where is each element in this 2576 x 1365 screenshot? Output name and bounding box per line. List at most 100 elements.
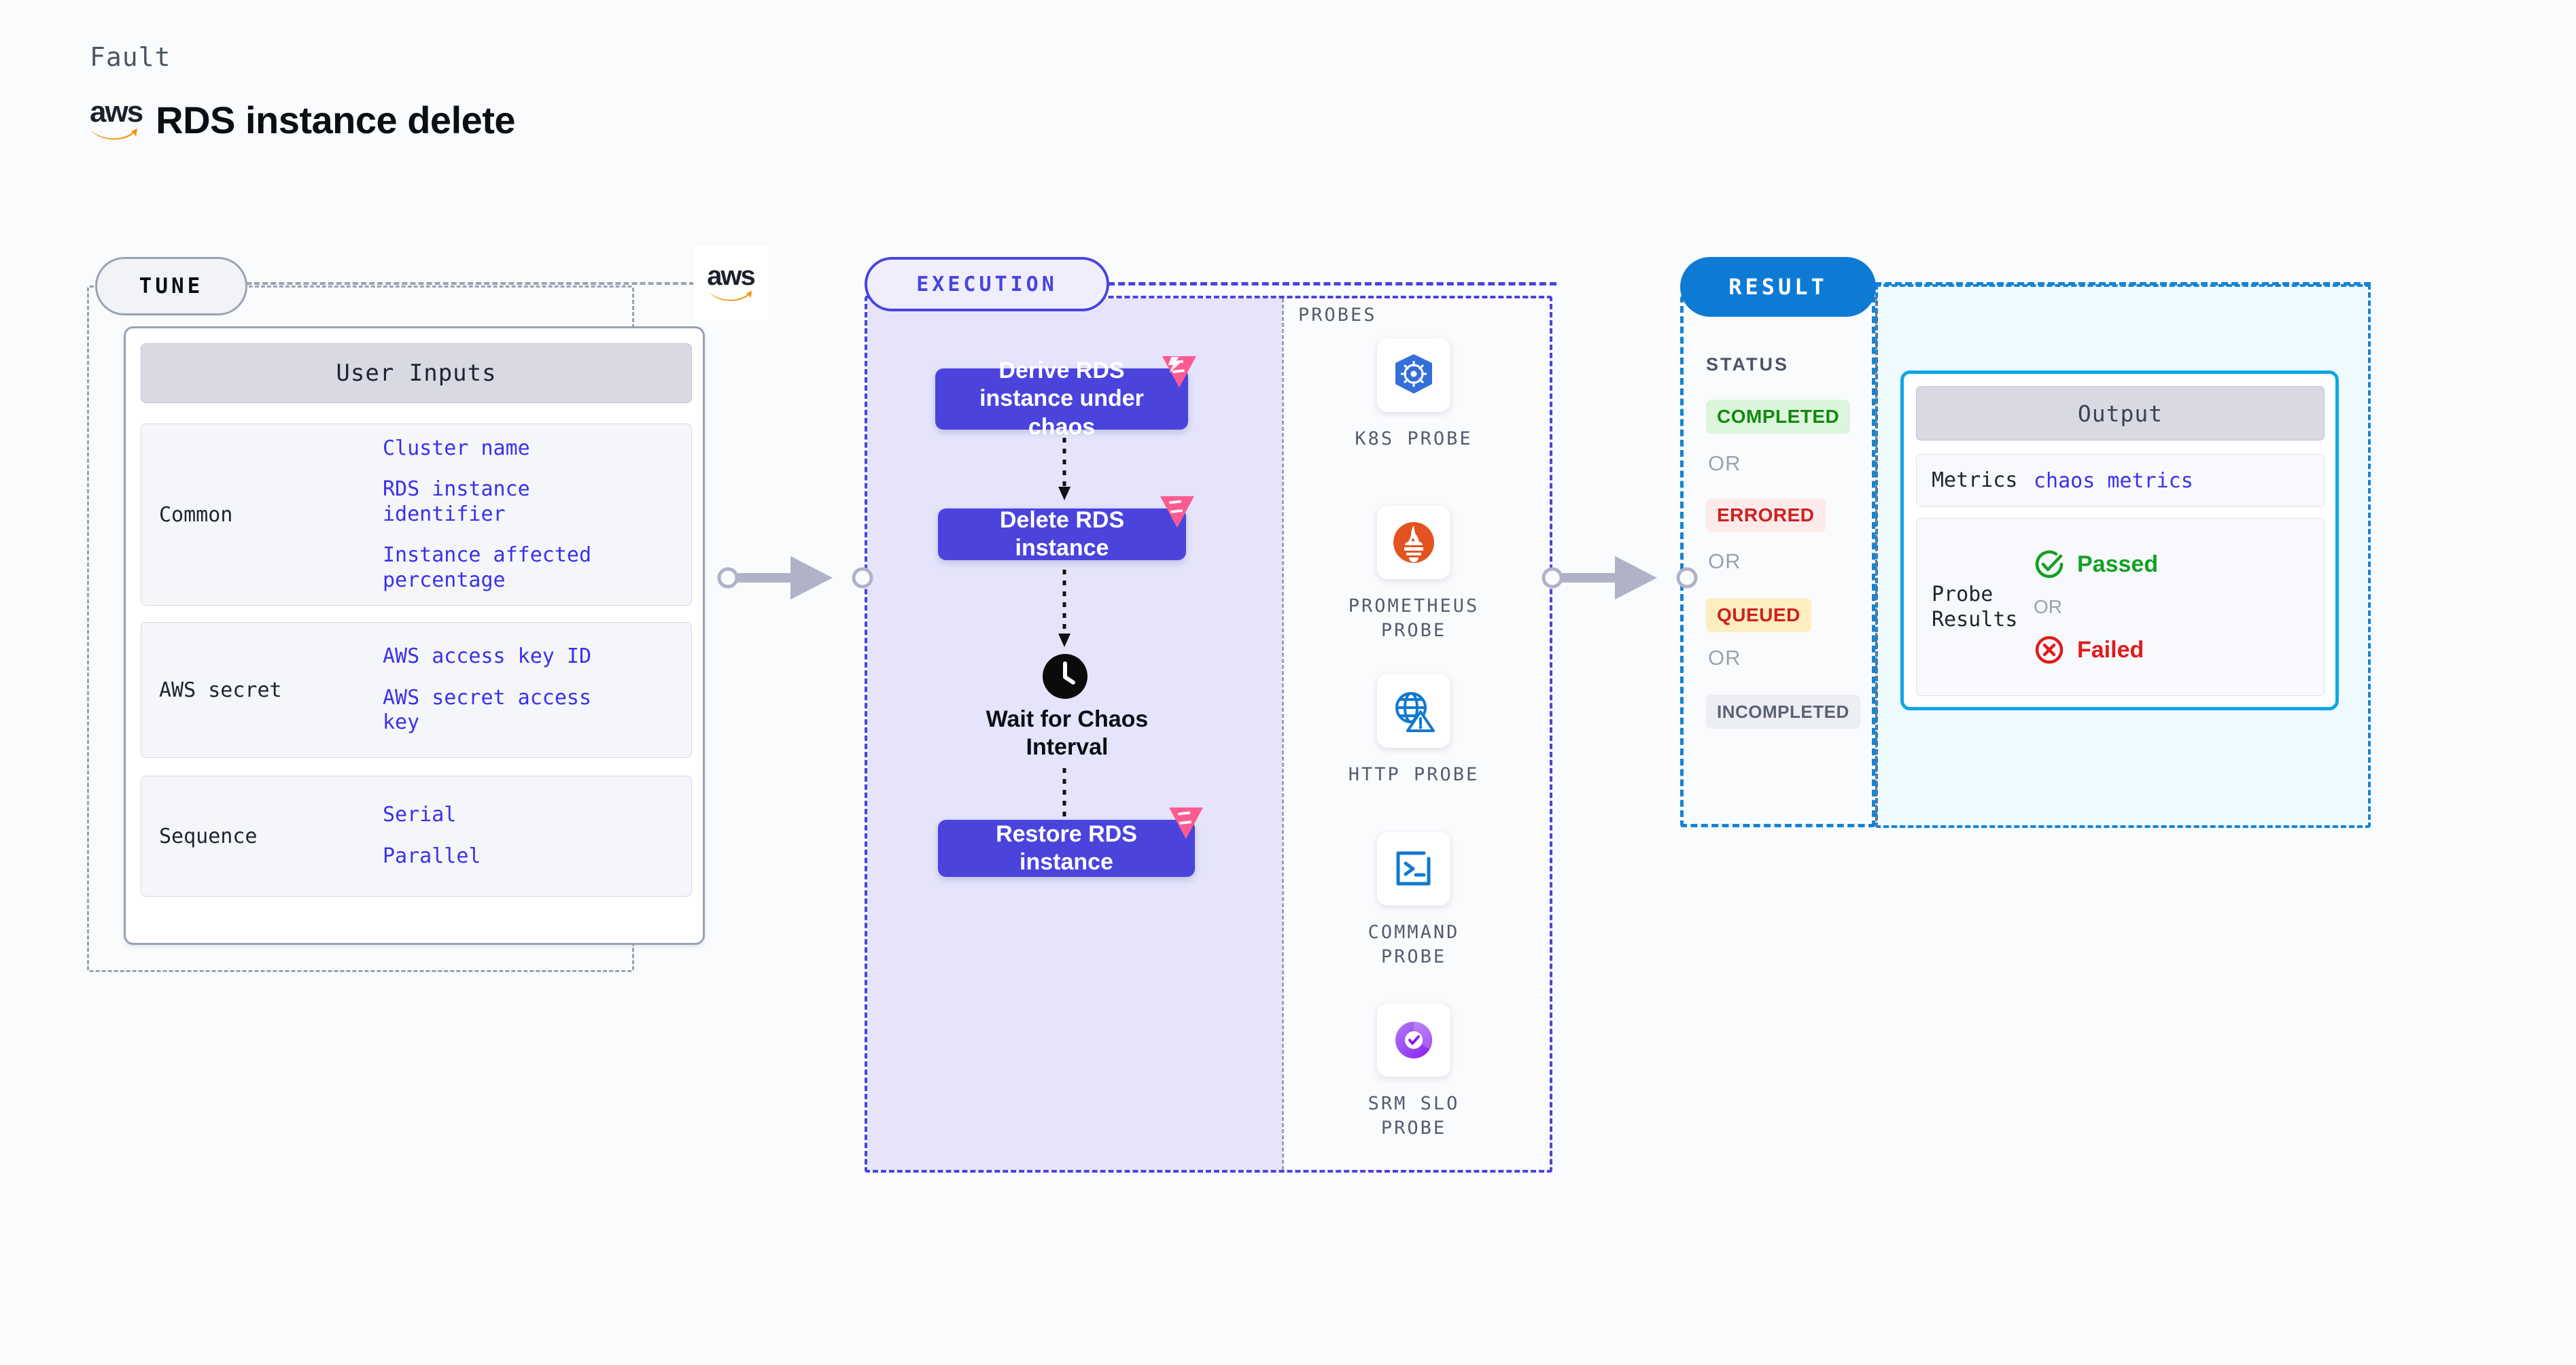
status-badge-label: ERRORED bbox=[1717, 504, 1815, 525]
input-value[interactable]: Serial bbox=[383, 803, 457, 827]
status-badge-label: COMPLETED bbox=[1717, 406, 1840, 427]
fault-label: Fault bbox=[90, 42, 171, 72]
output-card: Output Metrics chaos metrics Probe Resul… bbox=[1900, 370, 2339, 710]
status-badge-queued: QUEUED bbox=[1706, 598, 1811, 632]
input-group-label: AWS secret bbox=[159, 678, 282, 702]
input-group-label: Common bbox=[159, 502, 233, 527]
title-row: aws RDS instance delete bbox=[90, 94, 516, 142]
arrow-down-icon bbox=[1058, 438, 1071, 500]
execution-wait-label: Wait for Chaos Interval bbox=[986, 706, 1149, 761]
result-badge-label: RESULT bbox=[1728, 274, 1828, 300]
result-connector-line bbox=[1875, 282, 2371, 286]
tune-provider-logo: aws bbox=[693, 246, 768, 321]
input-value[interactable]: AWS access key ID bbox=[383, 644, 592, 669]
prometheus-icon bbox=[1393, 522, 1434, 563]
execution-step-derive-rds-instance[interactable]: Derive RDS instance under chaos bbox=[935, 356, 1196, 440]
input-group-sequence[interactable]: Sequence Serial Parallel bbox=[141, 776, 692, 897]
status-badge-label: INCOMPLETED bbox=[1717, 701, 1849, 722]
tune-badge-label: TUNE bbox=[139, 274, 204, 298]
input-group-aws-secret[interactable]: AWS secret AWS access key ID AWS secret … bbox=[141, 622, 692, 758]
output-row-label-line1: Probe bbox=[1932, 582, 1994, 606]
http-globe-warning-icon bbox=[1395, 692, 1435, 732]
execution-step-label: Delete RDS instance bbox=[999, 506, 1125, 561]
arrow-down-icon bbox=[1058, 570, 1071, 647]
page-header: Fault aws RDS instance delete bbox=[90, 42, 516, 142]
connector-execution-to-result bbox=[1542, 556, 1698, 600]
status-badge-errored: ERRORED bbox=[1706, 498, 1826, 532]
probe-prometheus[interactable]: PROMETHEUS PROBE bbox=[1336, 506, 1492, 644]
clock-icon bbox=[1043, 654, 1087, 699]
srm-slo-icon bbox=[1395, 1022, 1432, 1058]
probe-label: K8S PROBE bbox=[1355, 428, 1473, 449]
tune-connector-line bbox=[246, 282, 695, 285]
input-group-label: Sequence bbox=[159, 824, 258, 848]
page-title: RDS instance delete bbox=[156, 99, 516, 141]
status-badge-completed: COMPLETED bbox=[1706, 400, 1851, 434]
execution-step-restore-rds-instance[interactable]: Restore RDS instance bbox=[938, 807, 1203, 877]
probe-label: PROMETHEUS PROBE bbox=[1348, 595, 1480, 642]
probe-result-failed: Failed bbox=[2034, 634, 2158, 666]
probe-command[interactable]: COMMAND PROBE bbox=[1336, 832, 1492, 970]
harness-chaos-badge-icon bbox=[1162, 356, 1196, 388]
probe-result-passed: Passed bbox=[2034, 549, 2158, 580]
probe-result-passed-label: Passed bbox=[2077, 551, 2159, 577]
probe-k8s[interactable]: K8S PROBE bbox=[1336, 339, 1492, 451]
status-badge-incompleted: INCOMPLETED bbox=[1706, 695, 1860, 729]
probe-label: COMMAND PROBE bbox=[1368, 922, 1460, 968]
aws-logo-word: aws bbox=[707, 261, 756, 291]
kubernetes-icon bbox=[1395, 354, 1432, 394]
execution-inner-panel bbox=[867, 298, 1282, 1170]
probe-tile bbox=[1377, 832, 1450, 905]
terminal-icon bbox=[1396, 851, 1431, 886]
probe-srm-slo[interactable]: SRM SLO PROBE bbox=[1336, 1003, 1492, 1141]
output-title: Output bbox=[1916, 386, 2325, 440]
input-value[interactable]: Parallel bbox=[383, 844, 481, 868]
status-label: STATUS bbox=[1706, 354, 1789, 375]
probe-tile bbox=[1377, 506, 1450, 579]
result-badge[interactable]: RESULT bbox=[1680, 257, 1876, 317]
execution-step-delete-rds-instance[interactable]: Delete RDS instance bbox=[938, 496, 1194, 561]
or-separator: OR bbox=[1708, 549, 1741, 573]
output-metrics-value[interactable]: chaos metrics bbox=[2034, 468, 2193, 493]
probe-http[interactable]: HTTP PROBE bbox=[1336, 674, 1492, 787]
input-group-common[interactable]: Common Cluster name RDS instance identif… bbox=[141, 424, 692, 606]
or-separator: OR bbox=[2034, 596, 2062, 617]
output-row-metrics[interactable]: Metrics chaos metrics bbox=[1916, 454, 2325, 507]
harness-chaos-badge-icon bbox=[1160, 496, 1194, 528]
tune-badge[interactable]: TUNE bbox=[95, 257, 247, 315]
output-row-label: Metrics bbox=[1932, 468, 2018, 493]
output-row-probe-results[interactable]: Probe Results Passed OR Failed bbox=[1916, 518, 2325, 696]
execution-badge[interactable]: EXECUTION bbox=[865, 257, 1109, 311]
connector-tune-to-execution bbox=[717, 556, 873, 600]
probe-result-failed-label: Failed bbox=[2077, 636, 2144, 663]
execution-stage bbox=[865, 296, 1552, 1173]
probe-tile bbox=[1377, 339, 1450, 412]
execution-probes-divider bbox=[1282, 298, 1284, 1170]
execution-step-label: Derive RDS instance under chaos bbox=[979, 357, 1144, 440]
output-row-label-line2: Results bbox=[1932, 608, 2018, 632]
input-value[interactable]: AWS secret access key bbox=[383, 685, 592, 735]
harness-chaos-badge-icon bbox=[1168, 807, 1203, 840]
execution-badge-label: EXECUTION bbox=[916, 272, 1058, 296]
check-circle-icon bbox=[2035, 550, 2064, 578]
aws-smile-icon bbox=[709, 290, 752, 301]
input-value[interactable]: RDS instance identifier bbox=[383, 477, 530, 526]
aws-logo-word: aws bbox=[90, 94, 143, 128]
x-circle-icon bbox=[2035, 636, 2064, 664]
aws-smile-icon bbox=[91, 128, 137, 139]
input-value[interactable]: Cluster name bbox=[383, 436, 530, 460]
probe-label: SRM SLO PROBE bbox=[1368, 1093, 1460, 1139]
or-separator: OR bbox=[1708, 646, 1741, 670]
output-title-label: Output bbox=[2077, 400, 2163, 427]
user-inputs-card: User Inputs Common Cluster name RDS inst… bbox=[124, 326, 705, 945]
probe-tile bbox=[1377, 674, 1450, 748]
user-inputs-title: User Inputs bbox=[141, 343, 692, 403]
or-separator: OR bbox=[1708, 451, 1741, 475]
input-value[interactable]: Instance affected percentage bbox=[383, 543, 592, 592]
execution-step-label: Restore RDS instance bbox=[996, 820, 1137, 875]
result-divider bbox=[1875, 296, 1877, 827]
probes-title: PROBES bbox=[1298, 305, 1377, 326]
output-row-label: Probe Results bbox=[1917, 582, 2034, 633]
status-badge-label: QUEUED bbox=[1717, 604, 1800, 625]
user-inputs-title-label: User Inputs bbox=[336, 360, 497, 387]
